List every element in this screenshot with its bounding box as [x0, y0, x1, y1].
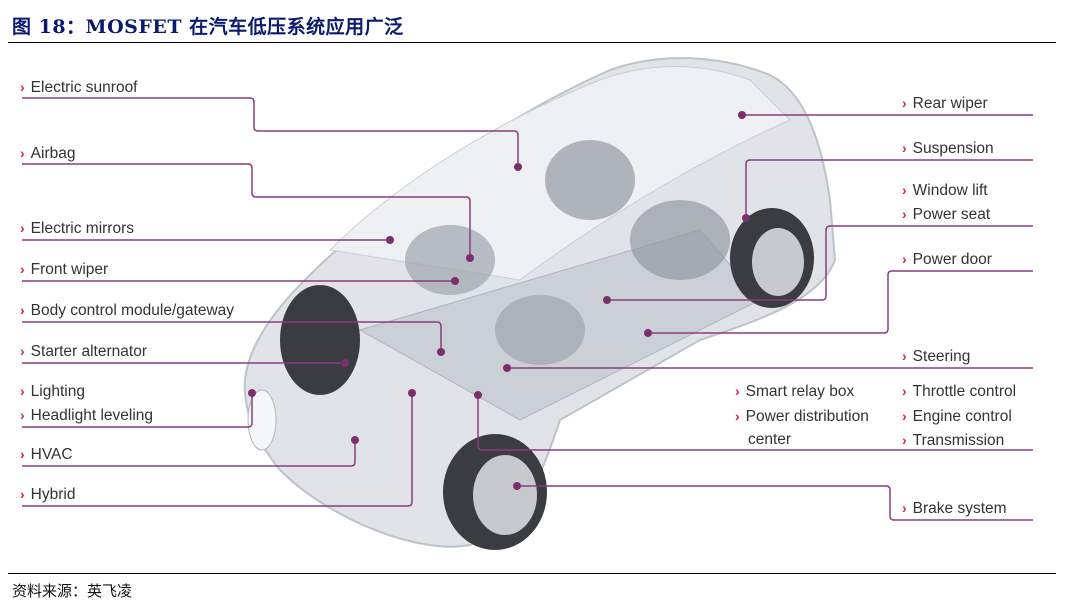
- label-headlight-leveling: ›Headlight leveling: [20, 407, 154, 424]
- label-window-lift: ›Window lift: [902, 182, 988, 199]
- chevron-icon: ›: [902, 383, 907, 399]
- label-power-distribution: ›Power distribution: [735, 408, 869, 425]
- label-power-door: ›Power door: [902, 251, 992, 268]
- chevron-icon: ›: [902, 408, 907, 424]
- leader-engine: [477, 395, 1033, 451]
- chevron-icon: ›: [902, 251, 907, 267]
- title-divider: [8, 42, 1056, 43]
- source-note: 资料来源：英飞凌: [12, 582, 133, 600]
- chevron-icon: ›: [20, 343, 25, 359]
- chevron-icon: ›: [20, 261, 25, 277]
- chevron-icon: ›: [20, 145, 25, 161]
- chevron-icon: ›: [20, 302, 25, 318]
- footer-divider: [8, 573, 1056, 574]
- wheel-front-right: [280, 285, 360, 395]
- seat-front-left: [405, 225, 495, 295]
- label-hybrid: ›Hybrid: [20, 486, 76, 503]
- headlight: [247, 389, 277, 451]
- label-airbag: ›Airbag: [20, 145, 76, 162]
- chevron-icon: ›: [20, 383, 25, 399]
- leader-lines: [22, 97, 1033, 521]
- label-starter-alternator: ›Starter alternator: [20, 343, 147, 360]
- leader-body-control: [22, 321, 442, 352]
- chevron-icon: ›: [20, 220, 25, 236]
- chevron-icon: ›: [902, 95, 907, 111]
- chevron-icon: ›: [902, 432, 907, 448]
- chevron-icon: ›: [902, 500, 907, 516]
- leader-lighting: [22, 393, 253, 428]
- chevron-icon: ›: [902, 182, 907, 198]
- leader-electric-sunroof: [22, 97, 519, 167]
- leader-brake: [517, 485, 1033, 521]
- car-illustration: [243, 57, 837, 550]
- label-engine-control: ›Engine control: [902, 408, 1012, 425]
- label-suspension: ›Suspension: [902, 140, 994, 157]
- figure-title: 图 18：MOSFET 在汽车低压系统应用广泛: [12, 16, 404, 38]
- label-electric-sunroof: ›Electric sunroof: [20, 79, 138, 96]
- label-rear-wiper: ›Rear wiper: [902, 95, 988, 112]
- label-transmission: ›Transmission: [902, 432, 1005, 449]
- label-body-control-module: ›Body control module/gateway: [20, 302, 235, 319]
- label-throttle-control: ›Throttle control: [902, 383, 1017, 400]
- leader-airbag: [22, 163, 471, 258]
- label-brake-system: ›Brake system: [902, 500, 1007, 517]
- label-hvac: ›HVAC: [20, 446, 73, 463]
- chevron-icon: ›: [20, 407, 25, 423]
- chevron-icon: ›: [20, 446, 25, 462]
- chevron-icon: ›: [735, 383, 740, 399]
- label-lighting: ›Lighting: [20, 383, 85, 400]
- seat-rear-right: [630, 200, 730, 280]
- seat-rear-left: [545, 140, 635, 220]
- label-smart-relay-box: ›Smart relay box: [735, 383, 855, 400]
- leader-power-door: [648, 270, 1033, 334]
- label-power-seat: ›Power seat: [902, 206, 991, 223]
- label-electric-mirrors: ›Electric mirrors: [20, 220, 135, 237]
- chevron-icon: ›: [20, 486, 25, 502]
- chevron-icon: ›: [902, 140, 907, 156]
- seat-front-right: [495, 295, 585, 365]
- leader-suspension: [745, 159, 1033, 218]
- leader-dots: [248, 111, 750, 490]
- chevron-icon: ›: [902, 206, 907, 222]
- chevron-icon: ›: [902, 348, 907, 364]
- leader-hybrid: [22, 393, 413, 507]
- chevron-icon: ›: [20, 79, 25, 95]
- leader-hvac: [22, 440, 356, 467]
- label-front-wiper: ›Front wiper: [20, 261, 109, 278]
- label-steering: ›Steering: [902, 348, 971, 365]
- chevron-icon: ›: [735, 408, 740, 424]
- leader-power-seat: [607, 225, 1033, 301]
- label-power-distribution-center: center: [748, 431, 792, 448]
